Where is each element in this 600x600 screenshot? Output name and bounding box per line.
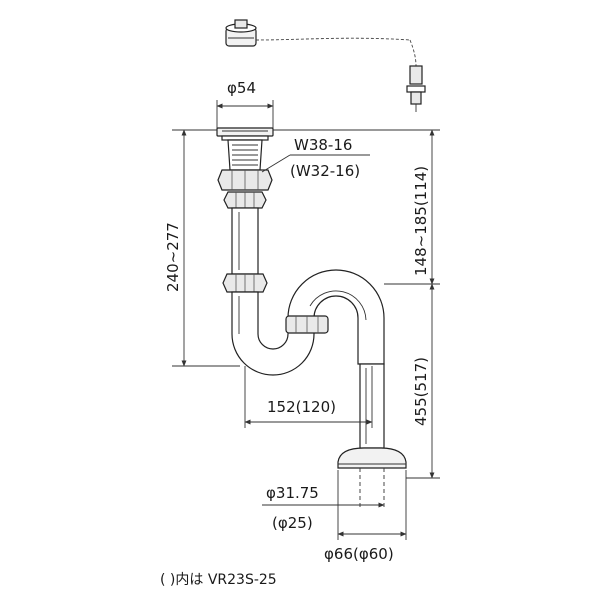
model-note: ( )内は VR23S-25 (160, 572, 277, 588)
dim-line-offset-width (244, 366, 373, 428)
dim-lower-height: 455(517) (412, 357, 430, 426)
middle-coupling-nut (222, 273, 268, 293)
drain-body (227, 139, 263, 171)
dim-upper-height: 148~185(114) (412, 166, 430, 276)
dim-pipe-diameter-main: φ31.75 (266, 484, 319, 502)
trap-union-nut (285, 315, 329, 334)
pipe-below-flange (359, 468, 385, 510)
thread-leader (261, 154, 370, 173)
dim-pipe-diameter-alt: (φ25) (272, 514, 313, 532)
stopper-chain (255, 37, 417, 67)
chain-anchor-bolt (406, 65, 426, 112)
dim-flange-diameter: φ66(φ60) (324, 545, 394, 563)
dim-total-height: 240~277 (164, 222, 182, 292)
dim-drain-diameter: φ54 (227, 79, 256, 97)
lock-nut (217, 169, 273, 191)
dim-thread-main: W38-16 (294, 136, 352, 154)
dim-line-flange-diameter (337, 470, 407, 540)
dim-line-total-height (172, 129, 240, 367)
wall-flange (337, 447, 407, 469)
drain-flange (216, 127, 274, 141)
rubber-stopper (225, 19, 257, 47)
dim-offset-width: 152(120) (267, 398, 336, 416)
dim-thread-alt: (W32-16) (290, 162, 360, 180)
tailpiece-pipe (231, 207, 259, 275)
dim-line-lower-height (406, 283, 440, 479)
dim-line-drain-diameter (216, 100, 274, 128)
upper-coupling-nut (223, 191, 267, 209)
